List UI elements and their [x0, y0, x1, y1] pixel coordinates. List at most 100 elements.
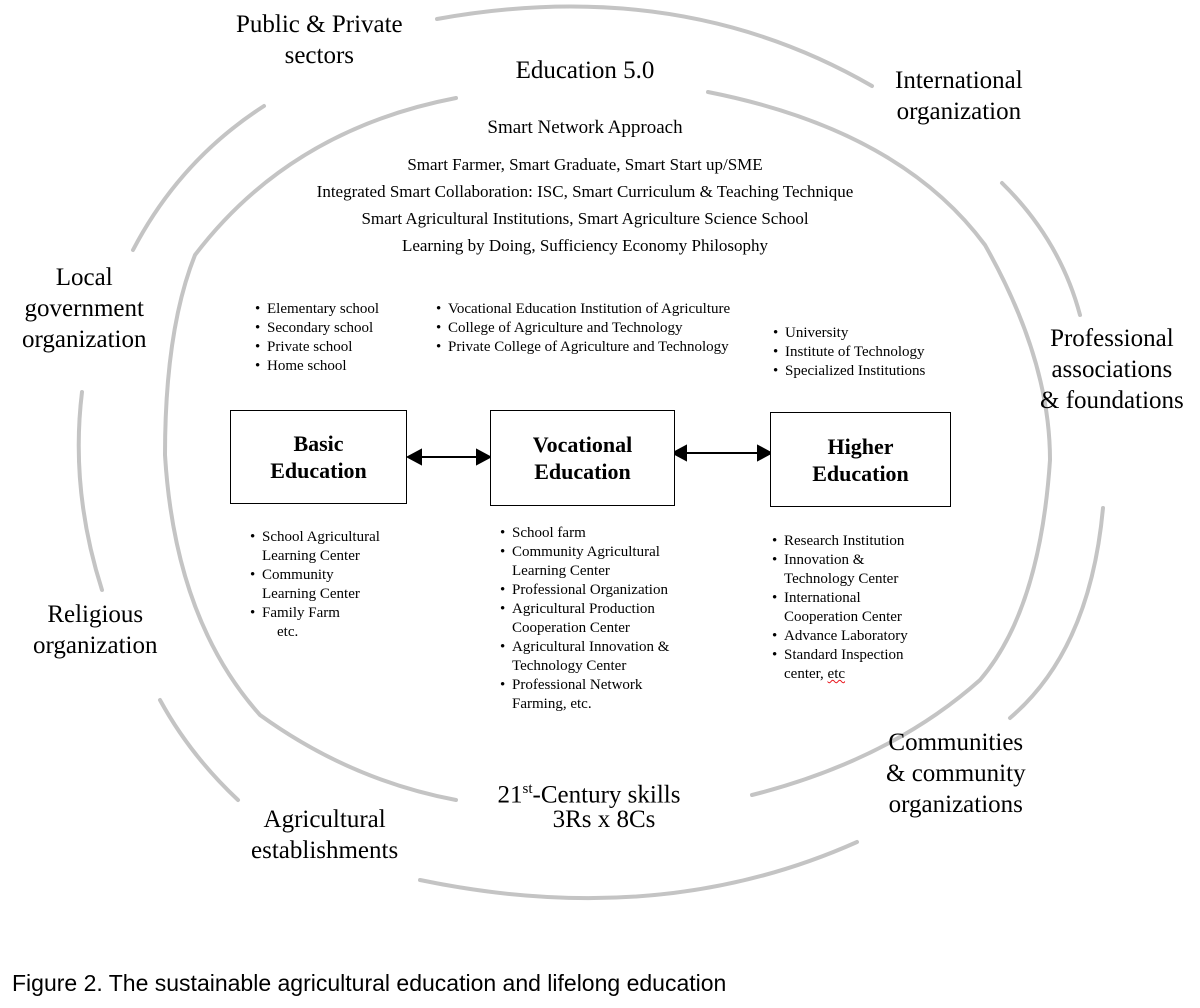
- item-line: center,: [784, 666, 828, 682]
- list-item: Vocational Education Institution of Agri…: [436, 300, 730, 319]
- label-communities: Communities & community organizations: [886, 727, 1026, 820]
- basic-education-box: Basic Education: [230, 410, 407, 504]
- item-line: Community Agricultural: [512, 544, 660, 560]
- label-line: Communities: [888, 729, 1024, 756]
- box-label-line: Vocational: [532, 432, 633, 457]
- list-item: Private school: [255, 338, 379, 357]
- label-line: & foundations: [1040, 387, 1184, 414]
- list-item: Advance Laboratory: [772, 627, 908, 646]
- item-line: Innovation &: [784, 552, 865, 568]
- label-line: International: [895, 67, 1023, 94]
- item-line: Technology Center: [512, 658, 627, 674]
- arrowhead-left-1: [405, 448, 422, 466]
- arrowhead-left-2: [670, 444, 687, 462]
- diagram-title: Education 5.0: [515, 57, 655, 84]
- list-item: Agricultural Innovation & Technology Cent…: [500, 638, 669, 676]
- item-line: Farming, etc.: [512, 696, 592, 712]
- label-line: government: [24, 295, 144, 322]
- item-line: School Agricultural: [262, 529, 380, 545]
- inner-arc-right: [706, 90, 1053, 797]
- label-line: Professional: [1050, 325, 1174, 352]
- label-line: organization: [33, 632, 158, 659]
- item-line: Professional Network: [512, 677, 643, 693]
- item-line: Standard Inspection: [784, 647, 904, 663]
- list-item: Institute of Technology: [773, 343, 925, 362]
- label-line: Local: [55, 264, 113, 291]
- skills-number: 21: [497, 781, 523, 809]
- label-professional: Professional associations & foundations: [1040, 323, 1184, 416]
- box-label-line: Basic: [293, 431, 344, 456]
- box-label-line: Education: [270, 458, 367, 483]
- label-public-private: Public & Private sectors: [236, 9, 403, 71]
- list-item: Elementary school: [255, 300, 379, 319]
- box-label-line: Higher: [827, 433, 894, 459]
- list-item: Professional Organization: [500, 581, 669, 600]
- box-label-line: Education: [534, 459, 631, 484]
- higher-resources-list: Research Institution Innovation &Technol…: [772, 532, 908, 684]
- label-line: organization: [22, 326, 147, 353]
- item-line: Cooperation Center: [512, 620, 630, 636]
- approach-line: Integrated Smart Collaboration: ISC, Sma…: [316, 182, 854, 201]
- figure-caption: Figure 2. The sustainable agricultural e…: [12, 970, 727, 996]
- label-line: & community: [886, 760, 1026, 787]
- label-line: organization: [896, 98, 1022, 125]
- label-line: organizations: [888, 791, 1023, 818]
- skills-suffix: st: [522, 781, 533, 797]
- higher-education-box: Higher Education: [770, 412, 951, 507]
- item-line: Learning Center: [512, 563, 610, 579]
- vocational-resources-list: School farm Community AgriculturalLearni…: [500, 524, 669, 714]
- label-religious: Religious organization: [33, 599, 158, 661]
- arrowhead-right-1: [476, 448, 493, 466]
- label-agricultural: Agricultural establishments: [251, 804, 398, 866]
- list-item: University: [773, 324, 925, 343]
- label-line: associations: [1051, 356, 1173, 383]
- item-line: Agricultural Innovation &: [512, 639, 670, 655]
- label-line: Religious: [47, 601, 144, 628]
- item-line: Agricultural Production: [512, 601, 655, 617]
- list-item: School farm: [500, 524, 669, 543]
- vocational-institutions-list: Vocational Education Institution of Agri…: [436, 300, 730, 357]
- approach-line: Smart Farmer, Smart Graduate, Smart Star…: [407, 155, 763, 174]
- higher-institutions-list: University Institute of Technology Speci…: [773, 324, 925, 381]
- outer-arc-upper-left: [131, 104, 266, 252]
- skills-line-2: 3Rs x 8Cs: [552, 806, 656, 833]
- list-item: etc.: [277, 624, 299, 640]
- item-line: Technology Center: [784, 571, 899, 587]
- list-item: Innovation & Technology Center: [772, 551, 908, 589]
- list-item: Specialized Institutions: [773, 362, 925, 381]
- vocational-education-box: Vocational Education: [490, 410, 675, 506]
- label-line: establishments: [251, 837, 399, 864]
- outer-arc-left: [76, 390, 104, 592]
- label-international: International organization: [895, 65, 1023, 127]
- inner-arc-left: [162, 96, 458, 802]
- outer-arc-right: [1008, 506, 1105, 720]
- outer-arc-lower-left: [158, 698, 240, 802]
- box-label-line: Education: [812, 460, 909, 486]
- item-line: Cooperation Center: [784, 609, 902, 625]
- label-local-government: Local government organization: [22, 262, 147, 355]
- label-line: Public & Private: [236, 11, 403, 38]
- approach-line: Smart Agricultural Institutions, Smart A…: [361, 209, 809, 228]
- basic-institutions-list: Elementary school Secondary school Priva…: [255, 300, 379, 376]
- list-item: Standard Inspection center, etc: [772, 646, 908, 684]
- approach-heading: Smart Network Approach: [487, 117, 683, 138]
- item-line: International: [784, 590, 861, 606]
- skills-text: -Century skills: [532, 781, 681, 809]
- label-line: Agricultural: [263, 806, 386, 833]
- list-item: Private College of Agriculture and Techn…: [436, 338, 730, 357]
- item-line: Learning Center: [262, 586, 360, 602]
- item-line: Learning Center: [262, 548, 360, 564]
- list-item: Home school: [255, 357, 379, 376]
- arrowhead-right-2: [757, 444, 774, 462]
- item-line-underlined: etc: [827, 666, 846, 682]
- list-item: Secondary school: [255, 319, 379, 338]
